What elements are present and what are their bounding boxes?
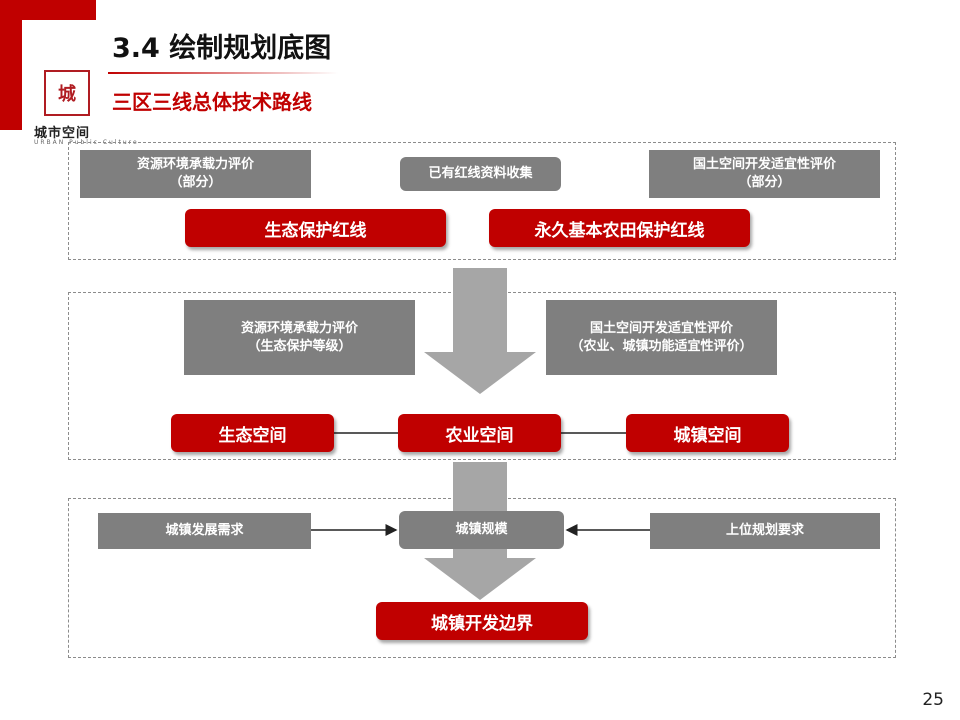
farmland-redline-box: 永久基本农田保护红线 — [489, 209, 750, 247]
urban-boundary-box: 城镇开发边界 — [376, 602, 588, 640]
logo-seal-icon: 城 — [44, 70, 90, 116]
eco-space-box: 生态空间 — [171, 414, 334, 452]
urban-space-box: 城镇空间 — [626, 414, 789, 452]
resource-eval-eco-box: 资源环境承载力评价 （生态保护等级） — [184, 300, 415, 375]
agri-space-box: 农业空间 — [398, 414, 561, 452]
urban-demand-box: 城镇发展需求 — [98, 513, 311, 549]
page-subtitle: 三区三线总体技术路线 — [112, 90, 312, 114]
upper-plan-box: 上位规划要求 — [650, 513, 880, 549]
panel-redlines — [68, 142, 896, 260]
urban-scale-box: 城镇规模 — [399, 511, 564, 549]
redline-collection-box: 已有红线资料收集 — [400, 157, 561, 191]
title-divider — [108, 72, 338, 74]
header-red-side — [0, 20, 22, 130]
land-eval-partial-box: 国土空间开发适宜性评价 （部分） — [649, 150, 880, 198]
land-eval-function-box: 国土空间开发适宜性评价 （农业、城镇功能适宜性评价） — [546, 300, 777, 375]
resource-eval-partial-box: 资源环境承载力评价 （部分） — [80, 150, 311, 198]
logo-text: 城市空间 — [34, 126, 91, 141]
page-title: 3.4 绘制规划底图 — [112, 33, 332, 64]
eco-redline-box: 生态保护红线 — [185, 209, 446, 247]
header-red-bar — [0, 0, 96, 20]
page-number: 25 — [922, 690, 944, 710]
down-arrow-1 — [424, 268, 536, 394]
